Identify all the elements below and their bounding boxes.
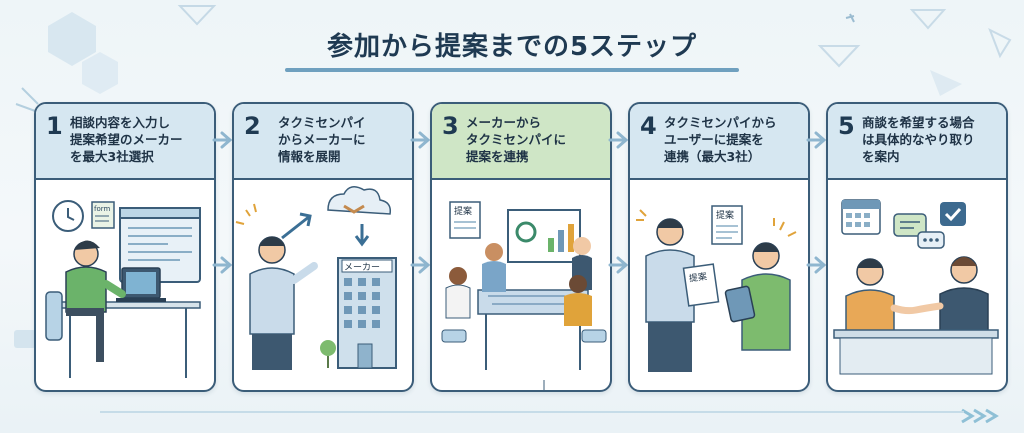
step-card-3: 3 メーカーから タクミセンパイに 提案を連携 提案 bbox=[430, 102, 612, 392]
step-description: タクミセンパイ からメーカーに 情報を展開 bbox=[278, 114, 406, 165]
business-meeting-illustration bbox=[828, 180, 1006, 390]
step-number: 4 bbox=[640, 112, 657, 140]
svg-text:メーカー: メーカー bbox=[344, 262, 380, 273]
team-member-avatar bbox=[569, 275, 587, 293]
step-header-3: 3 メーカーから タクミセンパイに 提案を連携 bbox=[432, 104, 610, 180]
step-card-2: 2 タクミセンパイ からメーカーに 情報を展開 メーカー bbox=[232, 102, 414, 392]
svg-text:提案: 提案 bbox=[716, 209, 734, 221]
step-description: タクミセンパイから ユーザーに提案を 連携（最大3社） bbox=[664, 114, 802, 165]
team-member-avatar bbox=[573, 237, 591, 255]
team-member-avatar bbox=[485, 243, 503, 261]
tree-icon bbox=[320, 340, 336, 356]
up-arrow-icon bbox=[282, 214, 310, 238]
chair bbox=[582, 330, 606, 342]
step-card-1: 1 相談内容を入力し 提案希望のメーカー を最大3社選択 form bbox=[34, 102, 216, 392]
step-illustration-3: 提案 bbox=[432, 180, 610, 390]
step-number: 1 bbox=[46, 112, 63, 140]
step-illustration-5 bbox=[828, 180, 1006, 390]
consultant-to-user-illustration: 提案 提案 bbox=[630, 180, 808, 390]
step-illustration-1: form bbox=[36, 180, 214, 390]
chair bbox=[442, 330, 466, 342]
step-header-4: 4 タクミセンパイから ユーザーに提案を 連携（最大3社） bbox=[630, 104, 808, 180]
step-header-5: 5 商談を希望する場合 は具体的なやり取り を案内 bbox=[828, 104, 1006, 180]
step-description: メーカーから タクミセンパイに 提案を連携 bbox=[466, 114, 604, 165]
step-card-4: 4 タクミセンパイから ユーザーに提案を 連携（最大3社） 提案 提案 bbox=[628, 102, 810, 392]
step-card-5: 5 商談を希望する場合 は具体的なやり取り を案内 bbox=[826, 102, 1008, 392]
proposal-document-icon bbox=[684, 264, 719, 306]
user-at-desk-illustration: form bbox=[36, 180, 214, 390]
step-header-1: 1 相談内容を入力し 提案希望のメーカー を最大3社選択 bbox=[36, 104, 214, 180]
title-underline bbox=[285, 68, 739, 72]
bottom-line bbox=[100, 411, 964, 413]
down-arrow-icon bbox=[356, 224, 368, 244]
svg-text:提案: 提案 bbox=[454, 205, 472, 217]
maker-team-meeting-illustration: 提案 bbox=[432, 180, 610, 390]
table bbox=[834, 330, 998, 338]
step-header-2: 2 タクミセンパイ からメーカーに 情報を展開 bbox=[234, 104, 412, 180]
step-description: 商談を希望する場合 は具体的なやり取り を案内 bbox=[862, 114, 1000, 165]
step-number: 3 bbox=[442, 112, 459, 140]
step-illustration-2: メーカー bbox=[234, 180, 412, 390]
svg-text:form: form bbox=[94, 205, 111, 213]
consultant-to-maker-illustration: メーカー bbox=[234, 180, 412, 390]
step-number: 2 bbox=[244, 112, 261, 140]
step-illustration-4: 提案 提案 bbox=[630, 180, 808, 390]
step-number: 5 bbox=[838, 112, 855, 140]
page-title: 参加から提案までの5ステップ bbox=[0, 26, 1024, 63]
team-member-avatar bbox=[449, 267, 467, 285]
chair bbox=[46, 292, 62, 340]
checkmark-icon bbox=[940, 202, 966, 226]
handshake-icon bbox=[894, 306, 940, 311]
step-description: 相談内容を入力し 提案希望のメーカー を最大3社選択 bbox=[70, 114, 208, 165]
